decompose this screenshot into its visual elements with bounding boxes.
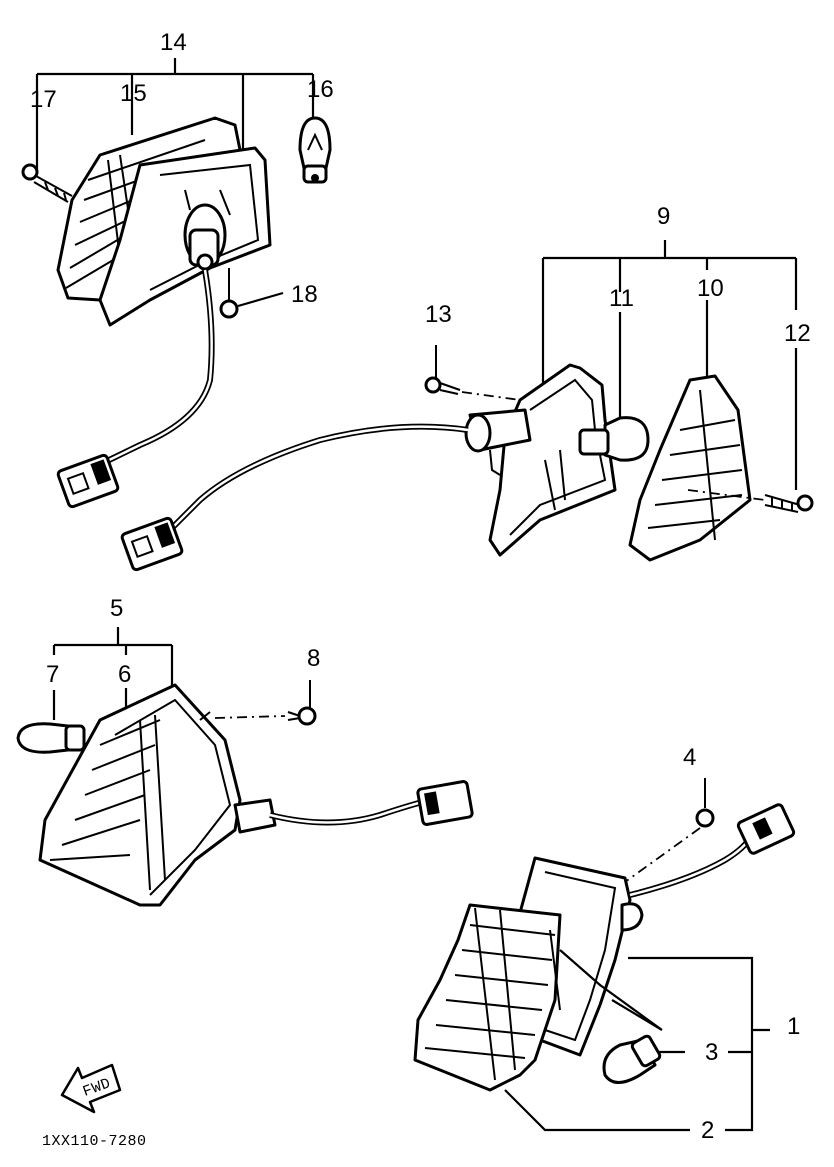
connector-5	[416, 780, 474, 826]
callout-8: 8	[307, 645, 320, 672]
callout-9: 9	[657, 203, 670, 230]
callout-2: 2	[701, 1117, 714, 1144]
housing-14	[98, 146, 272, 327]
callout-4: 4	[683, 744, 696, 771]
screw-13	[424, 345, 521, 401]
callout-12: 12	[784, 320, 811, 347]
lens-2	[413, 903, 562, 1092]
drawing-code: 1XX110-7280	[42, 1133, 147, 1150]
callout-18: 18	[291, 281, 318, 308]
screw-12	[687, 489, 814, 513]
connector-14	[56, 453, 120, 509]
housing-and-lens-6	[38, 683, 277, 907]
callout-6: 6	[118, 661, 131, 688]
callout-10: 10	[697, 275, 724, 302]
callout-15: 15	[120, 80, 147, 107]
connector-1	[736, 803, 796, 855]
callout-1: 1	[787, 1013, 800, 1040]
assembly-9-rear-right-flasher	[120, 240, 814, 572]
callout-3: 3	[705, 1039, 718, 1066]
assembly-14-rear-left-flasher	[21, 58, 332, 509]
screw-18	[219, 268, 284, 319]
forward-arrow-icon: FWD	[60, 1063, 122, 1114]
bulb-11	[578, 416, 650, 462]
callout-11: 11	[609, 285, 634, 312]
connector-9	[120, 516, 184, 572]
bulb-3	[559, 949, 663, 1084]
callout-7: 7	[46, 661, 59, 688]
bulb-7	[16, 722, 86, 754]
bulb-16	[298, 116, 332, 184]
screw-4	[599, 778, 715, 901]
callout-5: 5	[110, 595, 123, 622]
screw-8	[214, 680, 317, 726]
housing-9	[464, 363, 617, 557]
callout-14: 14	[160, 29, 187, 56]
screw-17	[21, 163, 73, 203]
callout-17: 17	[30, 86, 57, 113]
assembly-1-front-right-flasher	[413, 778, 796, 1132]
assembly-5-front-left-flasher	[16, 627, 474, 907]
lens-10	[628, 374, 752, 562]
callout-labels: 14 17 15 16 18 9 11 10 12 13 5 7 6 8 4 1…	[30, 29, 811, 1144]
callout-13: 13	[425, 301, 452, 328]
callout-16: 16	[307, 76, 334, 103]
